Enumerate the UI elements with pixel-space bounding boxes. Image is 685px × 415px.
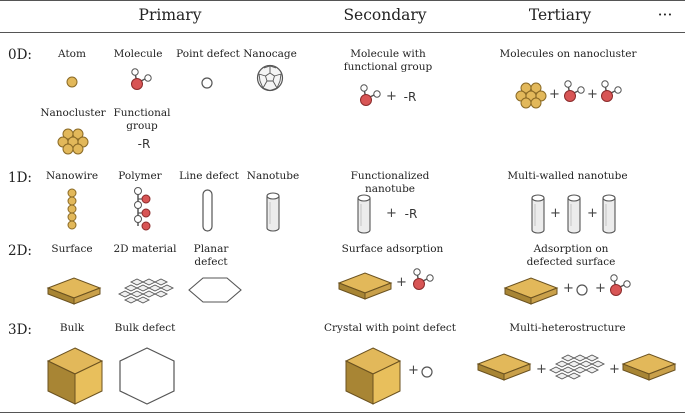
nanotube-icon: [531, 194, 545, 234]
molecule-icon: [413, 268, 434, 290]
molecule-icon: [564, 80, 585, 102]
label-point-defect: Point defect: [176, 48, 240, 60]
bulk-defect-icon: [119, 347, 175, 405]
label-bulk-defect: Bulk defect: [114, 322, 176, 334]
bulk-cube-icon: [344, 347, 402, 405]
row-label-1d: 1D:: [8, 170, 32, 186]
label-molecule: Molecule: [113, 48, 163, 60]
nanocluster-icon: [515, 82, 547, 109]
label-polymer: Polymer: [118, 170, 162, 182]
r-group-symbol: -R: [403, 90, 417, 104]
header-more: ···: [657, 6, 673, 24]
nanowire-icon: [67, 188, 77, 230]
molecule-icon: [610, 274, 631, 296]
nanocluster-icon: [57, 128, 89, 155]
graphene-sheet-icon: [548, 354, 606, 380]
r-group-symbol: -R: [404, 207, 418, 221]
planar-defect-icon: [188, 277, 242, 303]
label-nanocage: Nanocage: [243, 48, 297, 60]
nanotube-icon: [266, 192, 280, 232]
polymer-icon: [134, 187, 151, 231]
line-defect-icon: [202, 189, 213, 232]
label-nanocluster: Nanocluster: [40, 107, 106, 119]
bulk-cube-icon: [46, 347, 104, 405]
label-molecule-functional: Molecule with functional group: [343, 48, 433, 73]
nanocage-icon: [256, 64, 284, 92]
plus-sign: +: [609, 362, 620, 377]
label-surface: Surface: [51, 243, 93, 255]
row-label-0d: 0D:: [8, 47, 32, 63]
label-surface-adsorption: Surface adsorption: [341, 243, 444, 255]
atom-icon: [66, 76, 78, 88]
plus-sign: +: [386, 206, 397, 221]
functional-group-symbol: -R: [137, 137, 151, 151]
plus-sign: +: [386, 89, 397, 104]
label-multi-heterostructure: Multi-heterostructure: [509, 322, 626, 334]
nanotube-icon: [602, 194, 616, 234]
plus-sign: +: [587, 206, 598, 221]
plus-sign: +: [550, 206, 561, 221]
label-crystal-point-defect: Crystal with point defect: [323, 322, 457, 334]
label-line-defect: Line defect: [179, 170, 239, 182]
top-rule: [0, 0, 685, 1]
vacancy-icon: [201, 77, 213, 89]
plus-sign: +: [595, 281, 606, 296]
molecule-icon: [131, 68, 152, 90]
molecule-icon: [601, 80, 622, 102]
plus-sign: +: [587, 87, 598, 102]
label-functionalized-nanotube: Functionalized nanotube: [350, 170, 430, 195]
plus-sign: +: [536, 362, 547, 377]
surface-slab-icon: [503, 277, 559, 305]
header-rule: [0, 32, 685, 33]
surface-slab-icon: [476, 353, 532, 381]
header-secondary: Secondary: [343, 6, 427, 24]
label-atom: Atom: [58, 48, 86, 60]
plus-sign: +: [563, 281, 574, 296]
header-tertiary: Tertiary: [528, 6, 592, 24]
header-primary: Primary: [138, 6, 202, 24]
label-2d-material: 2D material: [113, 243, 177, 255]
label-molecules-nanocluster: Molecules on nanocluster: [499, 48, 637, 60]
row-label-2d: 2D:: [8, 243, 32, 259]
nanotube-icon: [357, 194, 371, 234]
surface-slab-icon: [621, 353, 677, 381]
plus-sign: +: [549, 87, 560, 102]
label-multiwalled-nanotube: Multi-walled nanotube: [507, 170, 628, 182]
label-nanowire: Nanowire: [45, 170, 99, 182]
row-label-3d: 3D:: [8, 322, 32, 338]
vacancy-icon: [421, 366, 433, 378]
graphene-sheet-icon: [117, 278, 175, 304]
plus-sign: +: [408, 363, 419, 378]
vacancy-icon: [576, 284, 588, 296]
surface-slab-icon: [46, 277, 102, 305]
label-bulk: Bulk: [59, 322, 85, 334]
plus-sign: +: [396, 275, 407, 290]
nanotube-icon: [567, 194, 581, 234]
surface-slab-icon: [337, 272, 393, 300]
label-functional-group: Functional group: [113, 107, 171, 132]
label-nanotube: Nanotube: [246, 170, 300, 182]
label-planar-defect: Planar defect: [193, 243, 229, 268]
bottom-rule: [0, 412, 685, 413]
molecule-icon: [360, 84, 381, 106]
label-adsorption-defected: Adsorption on defected surface: [526, 243, 616, 268]
